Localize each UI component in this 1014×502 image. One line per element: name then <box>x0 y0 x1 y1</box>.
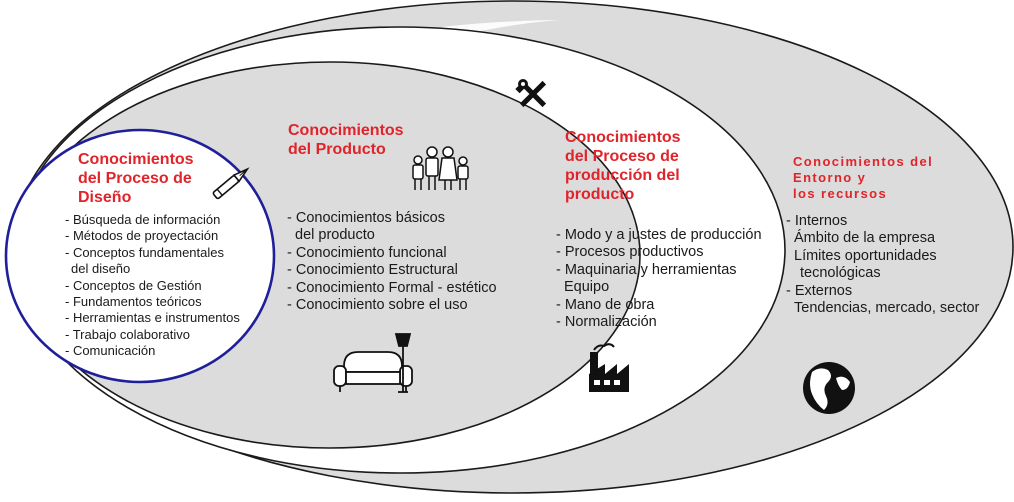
list-item: del producto <box>295 227 375 244</box>
list-item: - Internos <box>786 213 848 229</box>
list-item: - Conocimiento Estructural <box>287 262 458 279</box>
section-entorno-list: - Internos Ámbito de la empresa Límites … <box>786 213 979 317</box>
list-item: - Conocimiento funcional <box>287 244 447 261</box>
list-item: Tendencias, mercado, sector <box>794 300 980 317</box>
section-producto-title: Conocimientos del Producto <box>288 121 404 159</box>
list-item: - Herramientas e instrumentos <box>65 310 240 326</box>
design-ellipse <box>4 128 276 384</box>
section-produccion-list: - Modo y a justes de producción - Proces… <box>556 227 762 331</box>
section-producto: Conocimientos del Producto <box>288 121 404 159</box>
section-diseno-list: - Búsqueda de información - Métodos de p… <box>65 212 240 360</box>
list-item: tecnológicas <box>800 265 881 282</box>
title-line: Entorno y <box>793 170 867 185</box>
list-item: - Conocimiento sobre el uso <box>287 297 468 314</box>
list-item: - Mano de obra <box>556 296 655 313</box>
section-entorno-title: Conocimientos del Entorno y los recursos <box>793 154 933 202</box>
fountain-pen-icon <box>212 167 250 200</box>
section-produccion-title: Conocimientos del Proceso de producción … <box>565 128 681 204</box>
family-icon <box>412 146 469 190</box>
list-item: - Modo y a justes de producción <box>556 227 762 243</box>
list-item: - Procesos productivos <box>556 244 704 261</box>
globe-icon <box>803 362 855 414</box>
list-item: del diseño <box>71 261 131 277</box>
list-item: - Métodos de proyectación <box>65 228 219 244</box>
list-item: Ámbito de la empresa <box>794 230 936 247</box>
tools-icon <box>515 79 547 108</box>
list-item: - Conocimientos básicos <box>287 210 445 226</box>
list-item: - Conceptos fundamentales <box>65 244 224 260</box>
list-item: - Conocimiento Formal - estético <box>287 279 497 296</box>
list-item: Equipo <box>564 279 610 296</box>
list-item: - Búsqueda de información <box>65 212 221 227</box>
list-item: - Externos <box>786 282 853 299</box>
title-line: Diseño <box>78 189 132 206</box>
title-line: del Proceso de <box>565 148 679 165</box>
list-item: - Fundamentos teóricos <box>65 294 202 310</box>
title-line: producción del <box>565 167 680 184</box>
title-line: del Proceso de <box>78 170 192 187</box>
factory-icon <box>589 343 629 392</box>
title-line: Conocimientos <box>565 129 681 146</box>
list-item: Límites oportunidades <box>794 247 937 264</box>
title-line: Conocimientos <box>78 151 194 168</box>
title-line: del Producto <box>288 141 386 158</box>
title-line: los recursos <box>793 186 888 201</box>
list-item: - Normalización <box>556 314 657 331</box>
title-line: Conocimientos del <box>793 154 934 169</box>
list-item: - Maquinaria y herramientas <box>556 261 737 278</box>
section-diseno-title: Conocimientos del Proceso de Diseño <box>78 150 194 207</box>
section-entorno: Conocimientos del Entorno y los recursos <box>793 154 933 202</box>
section-produccion: Conocimientos del Proceso de producción … <box>565 128 681 204</box>
sofa-lamp-icon <box>333 333 413 393</box>
section-diseno: Conocimientos del Proceso de Diseño <box>78 150 194 207</box>
list-item: - Comunicación <box>65 343 156 359</box>
list-item: - Trabajo colaborativo <box>65 326 191 342</box>
title-line: producto <box>565 186 635 203</box>
title-line: Conocimientos <box>288 122 404 139</box>
list-item: - Conceptos de Gestión <box>65 277 202 293</box>
section-producto-list: - Conocimientos básicos del producto - C… <box>287 210 497 314</box>
